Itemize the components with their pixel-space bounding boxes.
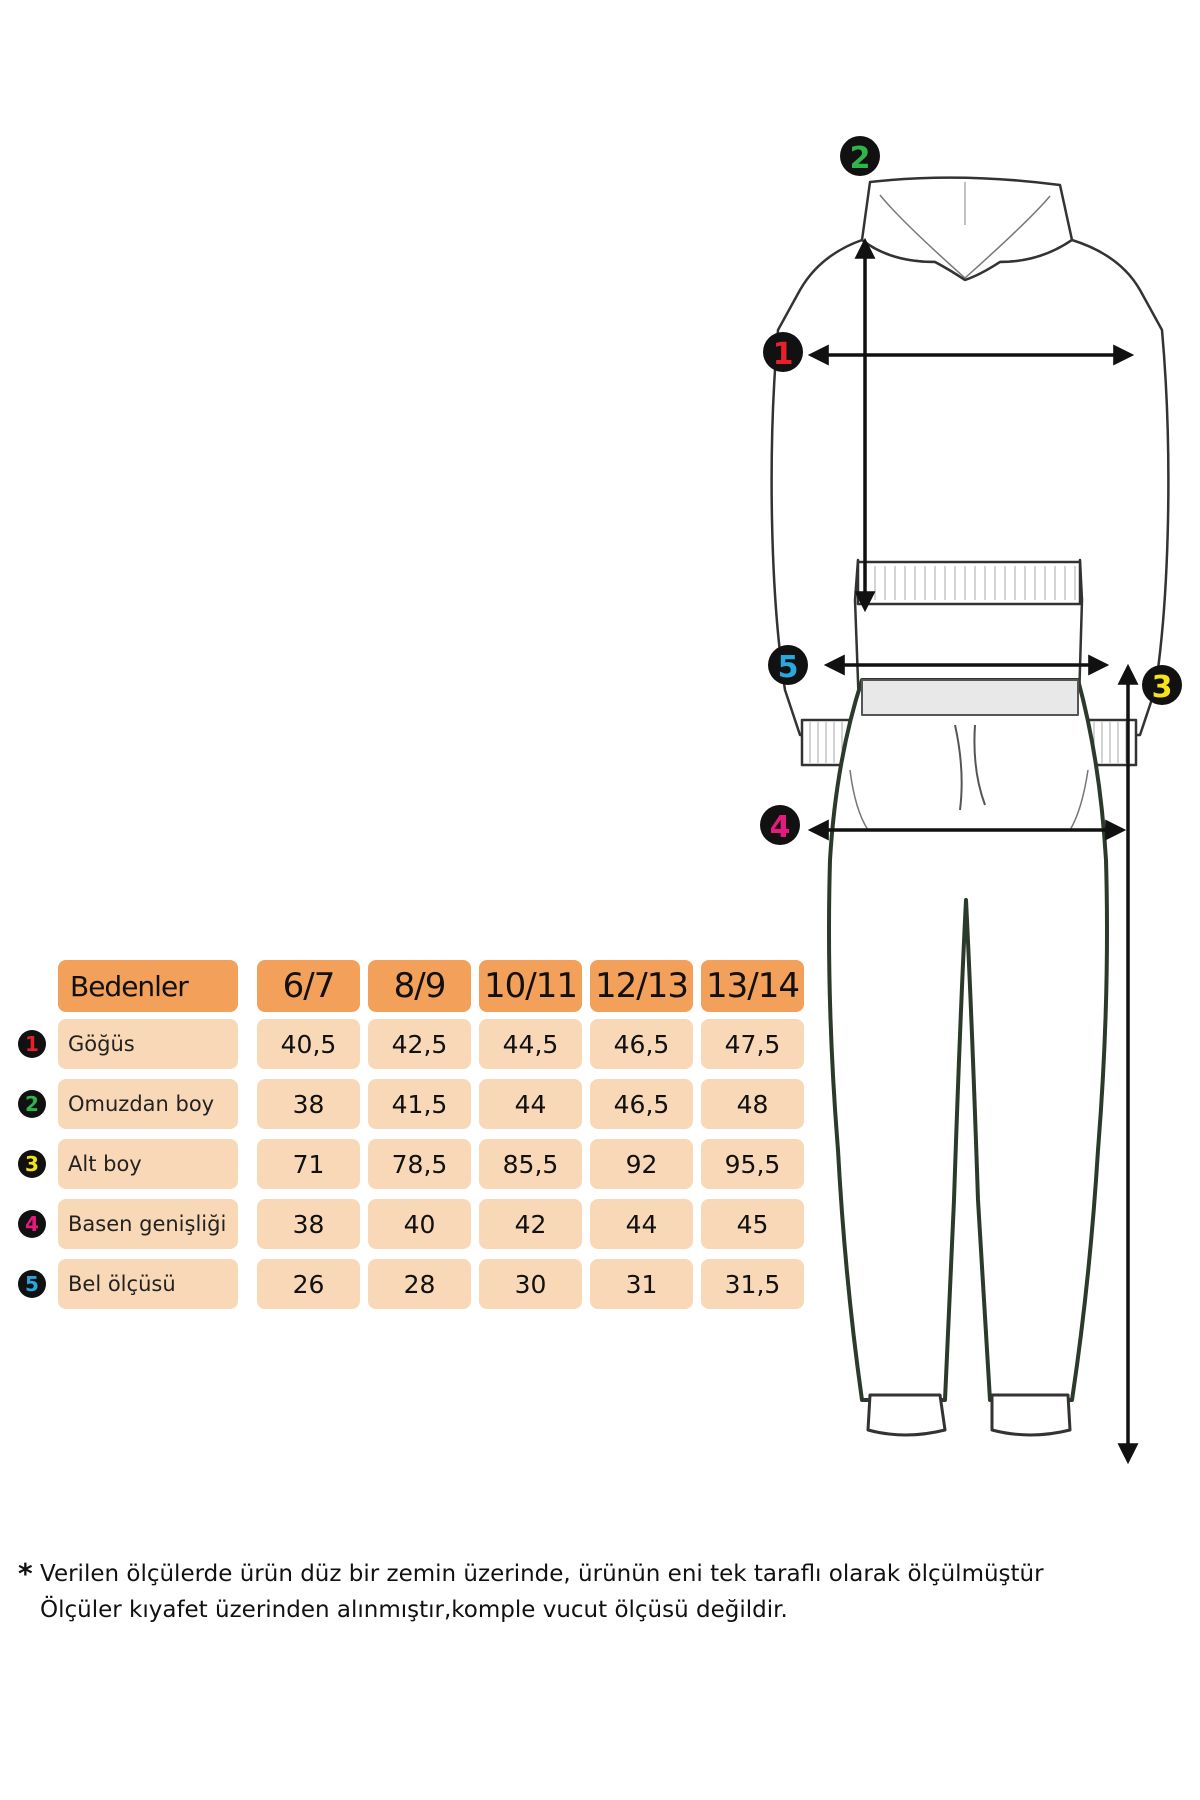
row-marker-number: 4 (25, 1212, 39, 1236)
row-marker-number: 5 (25, 1272, 39, 1296)
table-cell: 46,5 (590, 1019, 693, 1069)
table-cell: 44 (590, 1199, 693, 1249)
footnote: * Verilen ölçülerde ürün düz bir zemin ü… (18, 1556, 1188, 1628)
row-label: Alt boy (58, 1139, 238, 1189)
row-marker-3: 3 (18, 1150, 46, 1178)
diagram-marker-3: 3 (1142, 665, 1182, 705)
size-chart-table: Bedenler 6/7 8/9 10/11 12/13 13/14 1 Göğ… (12, 960, 804, 1330)
table-cell: 40 (368, 1199, 471, 1249)
size-header: 10/11 (479, 960, 582, 1012)
size-header: 6/7 (257, 960, 360, 1012)
svg-text:1: 1 (773, 337, 794, 372)
table-cell: 46,5 (590, 1079, 693, 1129)
diagram-marker-5: 5 (768, 645, 808, 685)
diagram-marker-1: 1 (763, 332, 803, 372)
table-cell: 48 (701, 1079, 804, 1129)
table-cell: 42 (479, 1199, 582, 1249)
row-label: Göğüs (58, 1019, 238, 1069)
row-label: Omuzdan boy (58, 1079, 238, 1129)
hoodie-drawing (770, 176, 1170, 767)
table-cell: 85,5 (479, 1139, 582, 1189)
table-cell: 44 (479, 1079, 582, 1129)
row-label: Bel ölçüsü (58, 1259, 238, 1309)
table-cell: 45 (701, 1199, 804, 1249)
diagram-marker-2: 2 (840, 136, 880, 176)
size-header: 13/14 (701, 960, 804, 1012)
table-cell: 38 (257, 1079, 360, 1129)
table-cell: 92 (590, 1139, 693, 1189)
row-label: Basen genişliği (58, 1199, 238, 1249)
table-cell: 78,5 (368, 1139, 471, 1189)
table-cell: 95,5 (701, 1139, 804, 1189)
row-marker-1: 1 (18, 1030, 46, 1058)
table-cell: 71 (257, 1139, 360, 1189)
table-cell: 42,5 (368, 1019, 471, 1069)
size-header: 8/9 (368, 960, 471, 1012)
row-marker-4: 4 (18, 1210, 46, 1238)
pants-drawing (827, 678, 1109, 1437)
table-cell: 47,5 (701, 1019, 804, 1069)
svg-text:2: 2 (850, 141, 871, 176)
table-cell: 31 (590, 1259, 693, 1309)
svg-text:4: 4 (770, 810, 791, 845)
table-cell: 31,5 (701, 1259, 804, 1309)
table-header-label: Bedenler (58, 960, 238, 1012)
table-cell: 40,5 (257, 1019, 360, 1069)
row-marker-2: 2 (18, 1090, 46, 1118)
table-cell: 28 (368, 1259, 471, 1309)
size-header: 12/13 (590, 960, 693, 1012)
footnote-asterisk: * (18, 1557, 33, 1590)
table-cell: 44,5 (479, 1019, 582, 1069)
diagram-marker-4: 4 (760, 805, 800, 845)
table-cell: 41,5 (368, 1079, 471, 1129)
footnote-line-1: Verilen ölçülerde ürün düz bir zemin üze… (40, 1561, 1044, 1587)
svg-text:5: 5 (778, 650, 799, 685)
footnote-line-2: Ölçüler kıyafet üzerinden alınmıştır,kom… (40, 1597, 788, 1623)
table-cell: 30 (479, 1259, 582, 1309)
row-marker-5: 5 (18, 1270, 46, 1298)
table-cell: 26 (257, 1259, 360, 1309)
row-marker-number: 2 (25, 1092, 39, 1116)
measurement-arrows (807, 237, 1139, 1465)
table-cell: 38 (257, 1199, 360, 1249)
row-marker-number: 3 (25, 1152, 39, 1176)
row-marker-number: 1 (25, 1032, 39, 1056)
svg-text:3: 3 (1152, 670, 1173, 705)
